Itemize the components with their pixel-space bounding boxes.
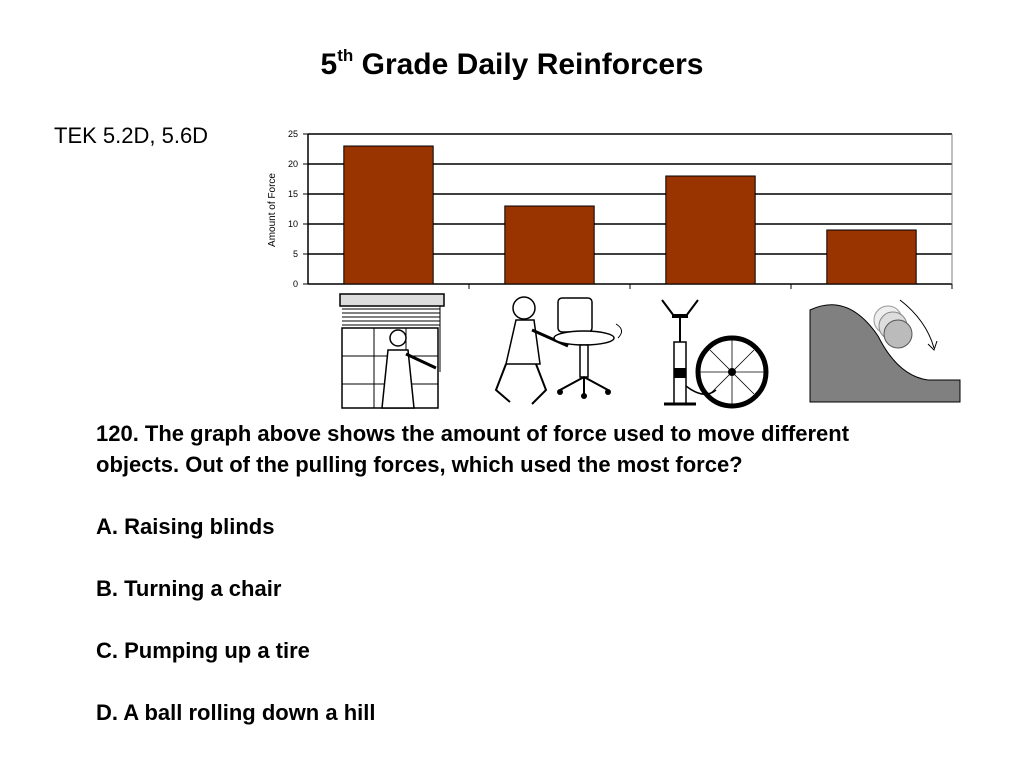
y-tick-label: 10 (288, 219, 298, 229)
question-text: 120. The graph above shows the amount of… (96, 421, 850, 477)
bar (826, 229, 917, 285)
question-block: 120. The graph above shows the amount of… (96, 418, 896, 728)
bar (504, 205, 595, 285)
page-title: 5th Grade Daily Reinforcers (0, 46, 1024, 82)
y-tick-label: 25 (288, 129, 298, 139)
title-superscript: th (337, 46, 354, 65)
blinds-icon (339, 293, 445, 409)
force-bar-chart: 0 5 10 15 20 25 Amount of Force (267, 129, 953, 289)
tire-pump-icon (661, 299, 769, 409)
tek-label: TEK 5.2D, 5.6D (54, 123, 209, 148)
y-tick-label: 0 (293, 279, 298, 289)
y-tick-label: 20 (288, 159, 298, 169)
y-tick-label: 5 (293, 249, 298, 259)
y-tick-label: 15 (288, 189, 298, 199)
option-a: A. Raising blinds (96, 514, 275, 539)
option-b: B. Turning a chair (96, 576, 282, 601)
y-axis-label: Amount of Force (267, 173, 278, 247)
title-text: Grade Daily Reinforcers (353, 48, 704, 81)
bar (665, 175, 756, 285)
option-c: C. Pumping up a tire (96, 638, 310, 663)
bar (343, 145, 434, 285)
chair-icon (494, 296, 622, 405)
option-d: D. A ball rolling down a hill (96, 700, 376, 725)
ball-hill-icon (809, 299, 961, 403)
title-number: 5 (320, 48, 338, 81)
